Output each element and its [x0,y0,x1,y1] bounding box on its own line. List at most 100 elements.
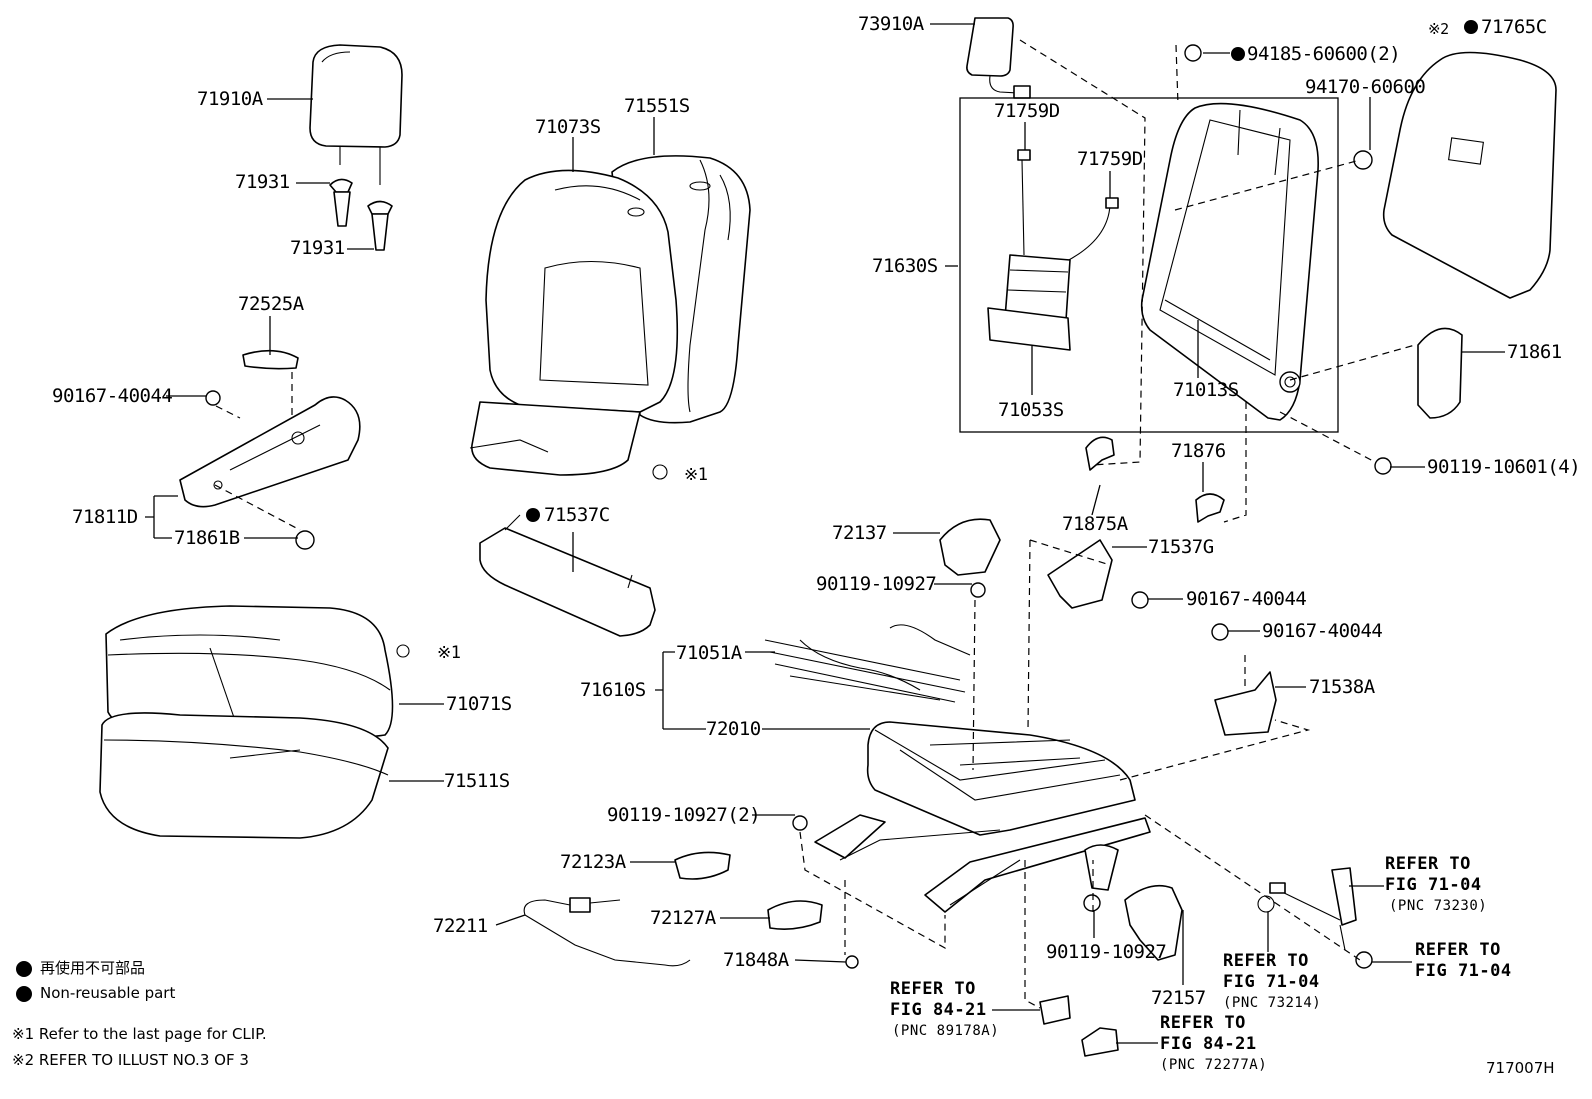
part-label-71053s: 71053S [998,399,1064,421]
part-label-71073s: 71073S [535,116,601,138]
bracket-71537g-drawing [1047,539,1113,609]
seatback-board-drawing [1382,51,1557,299]
part-label-72211: 72211 [433,915,488,937]
seat-track-drawing [814,814,1151,913]
connector-89178a-drawing [1039,995,1071,1025]
reference-pnc: (PNC 72277A) [1160,1057,1268,1073]
part-label-71848a: 71848A [723,949,789,971]
part-label-72525a: 72525A [238,293,304,315]
clip-71875a-drawing [1085,436,1115,471]
side-airbag-drawing [966,17,1031,99]
part-label-90167-40044-left: 90167-40044 [52,385,173,407]
nonreusable-dot-94185 [1231,47,1245,61]
part-label-71765c: 71765C [1481,16,1547,38]
reference-line1: REFER TO [890,979,976,999]
lumbar-support-drawing [987,149,1119,351]
seat-spring-drawing [764,624,971,703]
reference-line2: FIG 71-04 [1385,875,1482,895]
seatback-cover-drawing [469,169,679,476]
part-label-90119-10927-upper: 90119-10927 [816,573,937,595]
part-label-94170-60600: 94170-60600 [1305,76,1426,98]
cover-72157-drawing [1124,884,1183,961]
belt-buckle-drawing [1257,867,1357,951]
cover-71861-drawing [1417,327,1463,419]
part-label-71630s: 71630S [872,255,938,277]
part-label-71051a: 71051A [676,642,742,664]
part-label-71876: 71876 [1171,440,1226,462]
reference-pnc-72277a: REFER TO FIG 84-21 (PNC 72277A) [1160,1013,1267,1076]
part-label-71537g: 71537G [1148,536,1214,558]
part-label-71861b: 71861B [174,527,240,549]
reference-pnc: (PNC 73230) [1389,898,1488,914]
part-label-72127a: 72127A [650,907,716,929]
part-label-90167-40044-right: 90167-40044 [1262,620,1383,642]
reference-line2: FIG 71-04 [1415,961,1512,981]
clip-note-mark-seatback: ※1 [684,465,708,485]
part-label-71875a: 71875A [1062,513,1128,535]
reference-pnc-73214: REFER TO FIG 71-04 (PNC 73214) [1223,951,1321,1014]
reference-line2: FIG 84-21 [1160,1034,1257,1054]
part-label-71551s: 71551S [624,95,690,117]
fasteners [205,44,1392,969]
seat-shield-drawing [179,396,361,508]
part-label-72157: 72157 [1151,987,1206,1009]
reference-pnc-89178a: REFER TO FIG 84-21 (PNC 89178A) [890,979,999,1042]
reference-pnc-73230: REFER TO FIG 71-04 (PNC 73230) [1385,854,1487,917]
part-label-71861: 71861 [1507,341,1562,363]
assembly-box-71630s [959,97,1339,433]
reference-line2: FIG 84-21 [890,1000,987,1020]
wire-72211-drawing [523,897,691,967]
leader-lines [145,23,1505,1044]
reference-pnc: (PNC 73214) [1223,995,1322,1011]
reference-pnc: (PNC 89178A) [892,1023,1000,1039]
part-label-71759d-left: 71759D [994,100,1060,122]
part-label-71610s: 71610S [580,679,646,701]
part-label-90119-10927-2: 90119-10927(2) [607,804,761,826]
part-label-71931-upper: 71931 [235,171,290,193]
cover-72123a-drawing [674,851,731,880]
legend-nonreusable-en: Non-reusable part [40,984,176,1002]
part-label-72137: 72137 [832,522,887,544]
reference-line1: REFER TO [1160,1013,1246,1033]
connector-72277a-drawing [1081,1027,1119,1057]
reference-line1: REFER TO [1385,854,1471,874]
illustration-id: 717007H [1486,1059,1555,1077]
knob-72525a-drawing [242,349,299,370]
clip-71876-drawing [1195,493,1225,523]
part-label-71759d-right: 71759D [1077,148,1143,170]
part-label-71910a: 71910A [197,88,263,110]
bracket-71538a-drawing [1214,671,1277,736]
legend-nonreusable-jp: 再使用不可部品 [40,959,146,977]
part-label-71931-lower: 71931 [290,237,345,259]
part-label-71537c: 71537C [544,504,610,526]
cushion-cover-drawing [99,712,389,839]
part-label-73910a: 73910A [858,13,924,35]
reference-line2: FIG 71-04 [1223,972,1320,992]
legend-note-clip: ※1 Refer to the last page for CLIP. [12,1025,267,1043]
reference-fig-71-04: REFER TO FIG 71-04 [1415,940,1512,982]
reference-line1: REFER TO [1415,940,1501,960]
part-label-90167-40044-mid: 90167-40044 [1186,588,1307,610]
part-label-90119-10601: 90119-10601(4) [1427,456,1581,478]
nonreusable-dot-71765c [1464,20,1478,34]
clip-note-mark-cushion: ※1 [437,643,461,663]
cover-72127a-drawing [767,900,823,930]
headrest-guide-drawing [329,178,393,251]
part-label-90119-10927-lower: 90119-10927 [1046,941,1167,963]
assembly-lines [214,39,1416,1009]
nonreusable-dot-71537c [526,508,540,522]
seatback-frame-drawing [1140,102,1319,421]
legend-dot-en [16,986,32,1002]
part-label-71811d: 71811D [72,506,138,528]
part-label-71013s: 71013S [1173,379,1239,401]
cover-72137-drawing [939,518,1001,576]
legend-note-illust: ※2 REFER TO ILLUST NO.3 OF 3 [12,1051,249,1069]
reference-line1: REFER TO [1223,951,1309,971]
part-label-72123a: 72123A [560,851,626,873]
part-label-94185-60600: 94185-60600(2) [1247,43,1401,65]
part-label-71511s: 71511S [444,770,510,792]
headrest-drawing [309,44,403,185]
part-label-72010: 72010 [706,718,761,740]
